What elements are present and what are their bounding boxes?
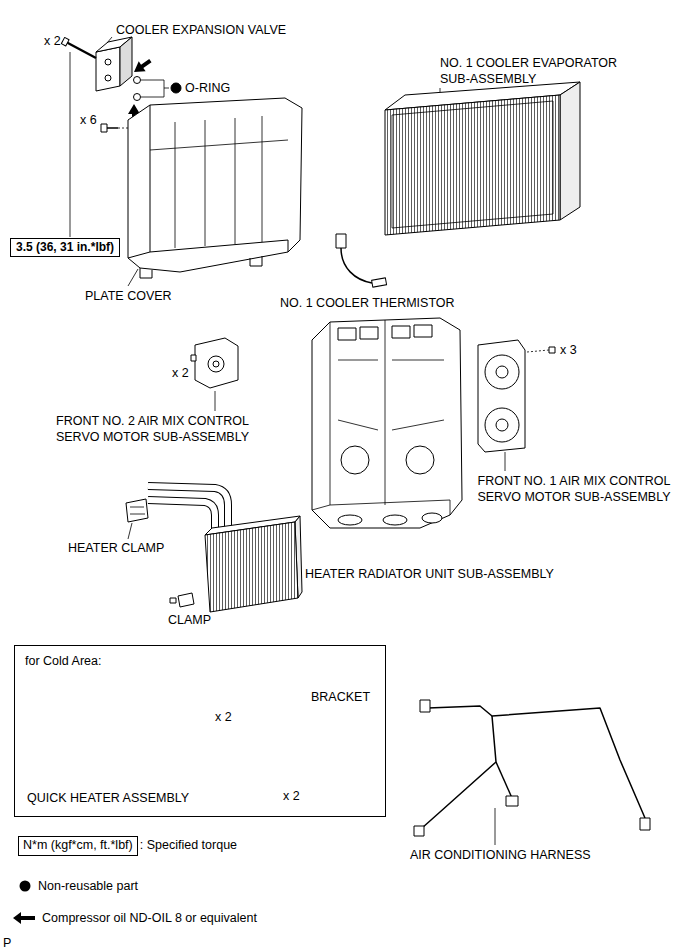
part-name: CLAMP xyxy=(168,613,211,629)
quantity-label: x 2 xyxy=(283,789,300,805)
non-reusable-dot xyxy=(18,879,32,893)
heater-clamp xyxy=(126,499,148,539)
quantity-label: x 2 xyxy=(44,34,61,50)
part-name: FRONT NO. 2 AIR MIX CONTROL SERVO MOTOR … xyxy=(40,414,265,445)
clamp xyxy=(170,593,194,607)
part-name: BRACKET xyxy=(311,690,370,706)
part-name: HEATER CLAMP xyxy=(68,541,164,557)
legend-entry: Non-reusable part xyxy=(18,879,138,893)
quantity-label: x 6 xyxy=(80,113,97,129)
variant-box: for Cold Area: BRACKET x 2 x 2 QUICK HEATER … xyxy=(14,645,386,817)
wire-harness xyxy=(414,700,650,845)
servo-motor xyxy=(478,340,555,471)
part-name: COOLER EXPANSION VALVE xyxy=(116,23,286,39)
legend-text: Non-reusable part xyxy=(38,879,138,893)
part-name: AIR CONDITIONING HARNESS xyxy=(410,848,591,864)
o-ring xyxy=(134,77,182,101)
torque-spec: N*m (kgf*cm, ft.*lbf) xyxy=(23,838,133,854)
plate-cover xyxy=(128,98,302,286)
torque-box: 3.5 (36, 31 in.*lbf) xyxy=(10,238,120,257)
legend-entry: Compressor oil ND-OIL 8 or equivalent xyxy=(12,911,257,925)
legend-text: Compressor oil ND-OIL 8 or equivalent xyxy=(42,911,257,925)
air-conditioning-unit-case xyxy=(312,318,462,528)
bolt xyxy=(61,37,96,237)
servo-motor xyxy=(191,338,238,411)
part-name: NO. 1 COOLER THERMISTOR xyxy=(280,296,455,312)
for-area-heading: for Cold Area: xyxy=(25,654,101,670)
part-name: FRONT NO. 1 AIR MIX CONTROL SERVO MOTOR … xyxy=(462,474,686,505)
heater-pipe xyxy=(148,486,228,534)
torque-spec: 3.5 (36, 31 in.*lbf) xyxy=(16,240,114,255)
heater-radiator xyxy=(205,516,302,612)
expansion-valve xyxy=(96,37,132,91)
thermistor xyxy=(336,234,387,287)
torque-box: N*m (kgf*cm, ft.*lbf) xyxy=(18,836,138,856)
part-name: QUICK HEATER ASSEMBLY xyxy=(27,791,189,807)
part-name: NO. 1 COOLER EVAPORATOR SUB-ASSEMBLY xyxy=(440,56,650,87)
oil-arrow-symbol xyxy=(12,911,36,925)
part-name: HEATER RADIATOR UNIT SUB-ASSEMBLY xyxy=(305,567,554,583)
quantity-label: x 2 xyxy=(172,366,189,382)
legend-text: : Specified torque xyxy=(140,838,237,854)
figure-code: P xyxy=(3,936,11,952)
quantity-label: x 3 xyxy=(560,343,577,359)
evaporator xyxy=(385,82,580,235)
quantity-label: x 2 xyxy=(215,710,232,726)
part-name: PLATE COVER xyxy=(85,289,172,305)
screw xyxy=(101,124,128,132)
legend-ref: O-RING xyxy=(185,81,230,97)
